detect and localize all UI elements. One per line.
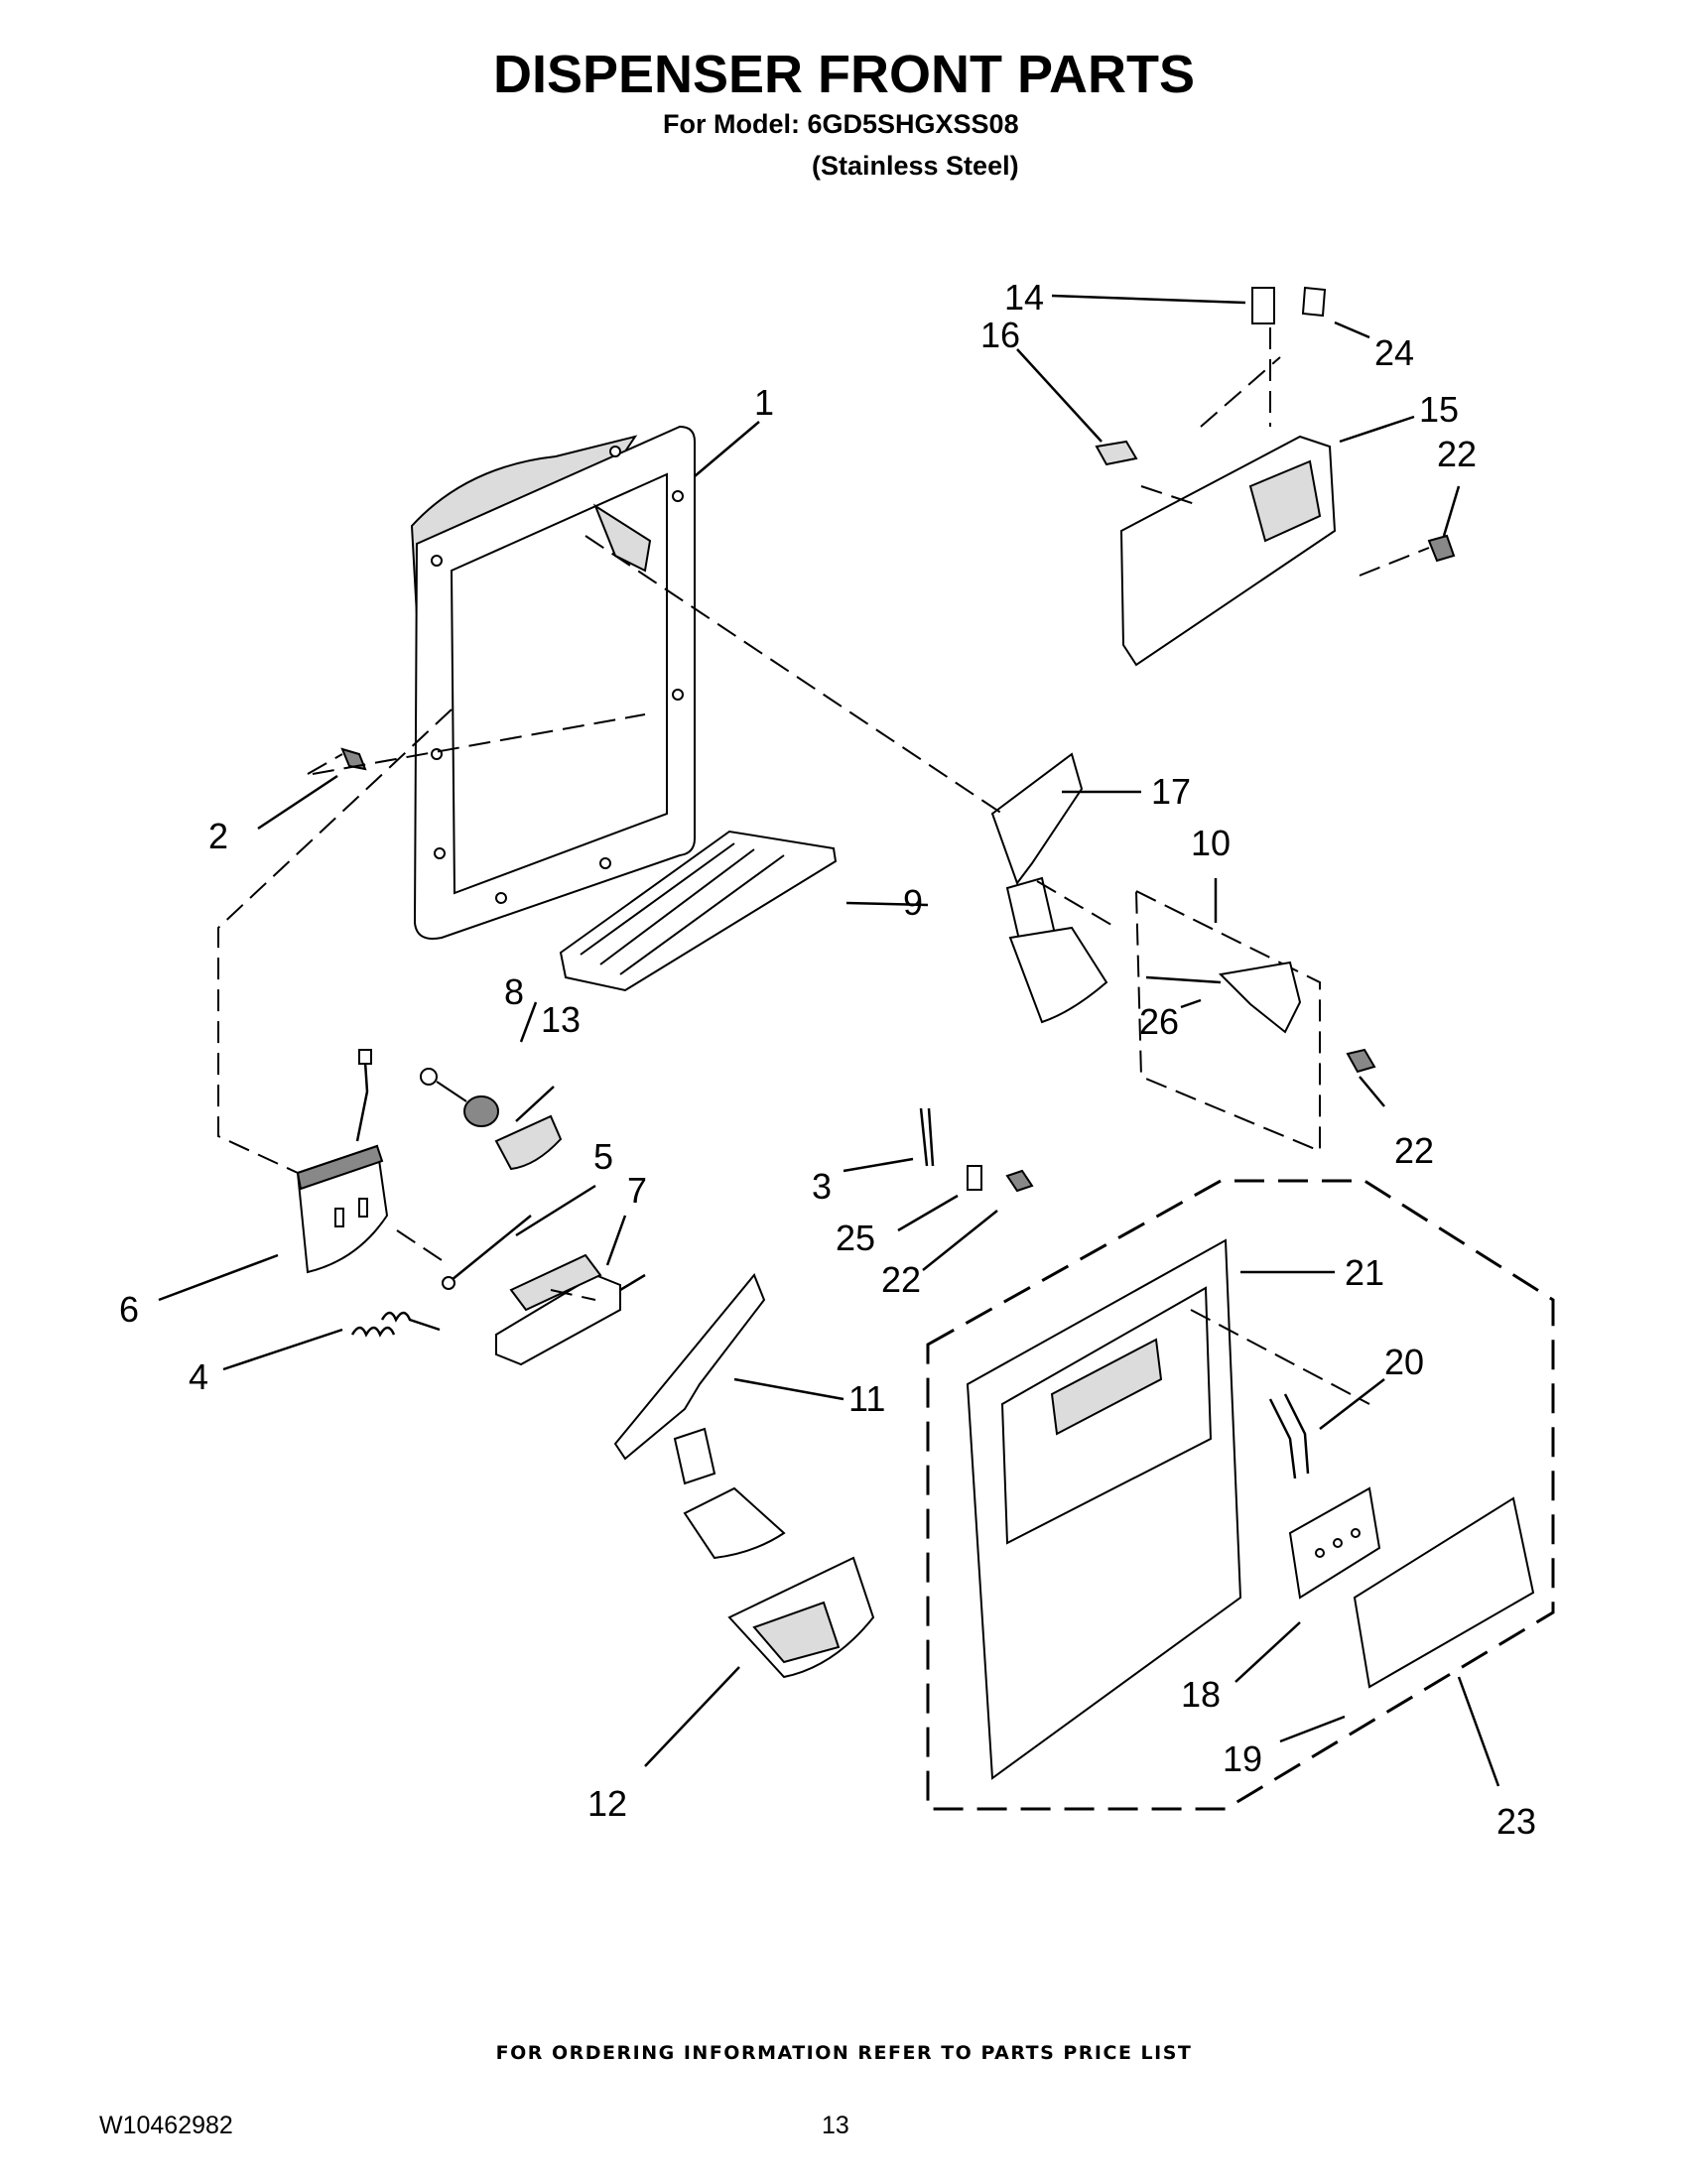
- callout-11: 11: [848, 1378, 885, 1419]
- callout-8: 8: [504, 971, 524, 1012]
- callout-labels: 1 2 3 4 5 6 7 8 9 10 11 12 13 14 15 16 1…: [119, 277, 1536, 1842]
- part-18-control-board-drawing: [1288, 1486, 1381, 1600]
- part-9-drip-tray-drawing: [559, 830, 838, 992]
- callout-22-top: 22: [1437, 434, 1477, 474]
- part-22-screw-drawing: [1005, 1169, 1034, 1193]
- callout-10: 10: [1191, 823, 1231, 863]
- callout-7: 7: [627, 1170, 647, 1211]
- part-21-panel-drawing: [966, 1238, 1242, 1780]
- model-number: For Model: 6GD5SHGXSS08: [663, 109, 1019, 139]
- callout-12: 12: [587, 1783, 627, 1824]
- alignment-lines: [217, 327, 1430, 1405]
- leader-lines: [158, 294, 1500, 1787]
- part-17-water-lever-drawing: [990, 752, 1108, 1024]
- callout-9: 9: [903, 882, 923, 923]
- part-15-housing-drawing: [1119, 435, 1337, 667]
- callout-5: 5: [593, 1136, 613, 1177]
- part-22-screw-top-drawing: [1427, 534, 1456, 563]
- callout-21: 21: [1345, 1252, 1384, 1293]
- ordering-note: FOR ORDERING INFORMATION REFER TO PARTS …: [495, 2042, 1193, 2064]
- part-10-assembly-box: [1134, 889, 1321, 1153]
- finish-description: (Stainless Steel): [812, 151, 1019, 181]
- callout-26: 26: [1139, 1001, 1179, 1042]
- part-5-rod-drawing: [442, 1215, 532, 1290]
- callout-4: 4: [189, 1356, 208, 1397]
- diagram-title: DISPENSER FRONT PARTS: [492, 45, 1196, 104]
- callout-22-mid: 22: [881, 1259, 921, 1300]
- part-16-grommet-drawing: [1095, 440, 1138, 466]
- part-3-clip-drawing: [919, 1107, 935, 1167]
- part-12-chute-drawing: [727, 1556, 875, 1679]
- part-13-cover-drawing: [494, 1114, 563, 1171]
- part-8-solenoid-drawing: [420, 1068, 499, 1127]
- callout-24: 24: [1374, 332, 1414, 373]
- callout-22-right: 22: [1394, 1130, 1434, 1171]
- part-2-screw-drawing: [340, 747, 367, 771]
- part-7-bracket-drawing: [495, 1253, 646, 1366]
- callout-1: 1: [754, 382, 774, 423]
- callout-2: 2: [208, 816, 228, 856]
- callout-14: 14: [1004, 277, 1044, 318]
- part-4-spring-drawing: [350, 1311, 441, 1338]
- part-25-plate-drawing: [967, 1165, 982, 1191]
- callout-13: 13: [541, 999, 581, 1040]
- part-14-switch-drawing: [1251, 287, 1275, 324]
- page-number: 13: [822, 2112, 849, 2139]
- callout-17: 17: [1151, 771, 1191, 812]
- part-24-insulator-drawing: [1301, 286, 1327, 318]
- callout-6: 6: [119, 1289, 139, 1330]
- callout-23: 23: [1496, 1801, 1536, 1842]
- document-number: W10462982: [99, 2112, 233, 2139]
- part-19-cover-plate-drawing: [1353, 1496, 1535, 1689]
- part-1-frame-drawing: [410, 425, 696, 940]
- part-23-assembly-box: [926, 1179, 1555, 1811]
- part-20-harness-drawing: [1268, 1393, 1310, 1479]
- part-11-ice-lever-drawing: [613, 1273, 786, 1560]
- part-6-actuator-drawing: [296, 1049, 389, 1274]
- callout-3: 3: [812, 1166, 832, 1207]
- part-22-screw-right-drawing: [1346, 1048, 1376, 1074]
- part-26-bracket-drawing: [1145, 961, 1302, 1034]
- callout-15: 15: [1419, 389, 1459, 430]
- callout-19: 19: [1223, 1738, 1262, 1779]
- callout-20: 20: [1384, 1342, 1424, 1382]
- callout-25: 25: [836, 1218, 875, 1258]
- callout-18: 18: [1181, 1674, 1221, 1715]
- callout-16: 16: [980, 315, 1020, 355]
